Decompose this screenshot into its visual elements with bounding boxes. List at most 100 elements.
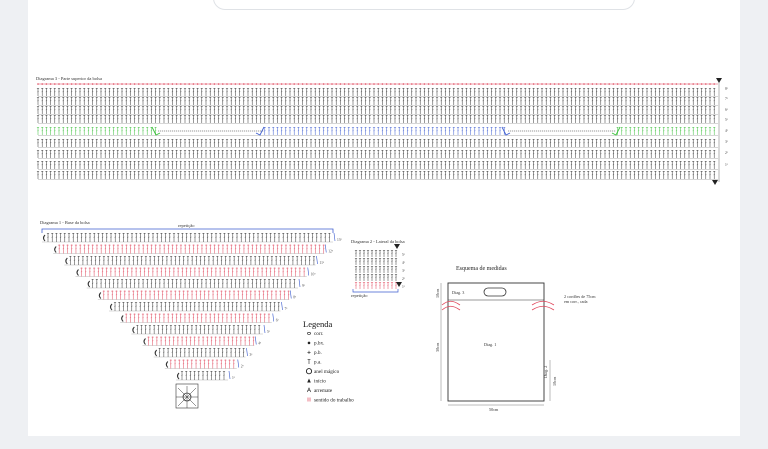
legend-item-label: início	[314, 379, 326, 385]
legend-item: arremate	[306, 387, 333, 394]
diagram1-row	[97, 290, 292, 300]
diagram3-row	[37, 83, 718, 85]
legend-item-label: corr.	[314, 331, 323, 337]
diagram2-repeat-label: repetição	[351, 293, 368, 298]
diagram2-row-label: 4ª	[402, 261, 405, 265]
crochet-diagram-canvas: Diagrama 3 - Parte superior da bolsa 8ª 7…	[36, 76, 728, 412]
diagram3-finish-icon	[712, 180, 718, 185]
diagram2-caption: Diagrama 2 - Lateral da bolsa	[351, 239, 405, 244]
legend-item: p.b.	[307, 350, 322, 356]
legend-list: corr. p.bx. p.b. p.a. anel mágico início arrem…	[305, 331, 354, 404]
legend-item: sentido do trabalho	[307, 397, 354, 404]
diagram3-row-label: 3ª	[725, 140, 728, 144]
diagram3-row-label: 7ª	[725, 97, 728, 101]
diagram1-row-label: 10ª	[311, 273, 316, 277]
diagram1-row	[86, 278, 301, 289]
diagram2-repeat-bracket	[352, 289, 399, 293]
legend-item: início	[307, 378, 326, 385]
diagram1-grid	[42, 232, 336, 381]
legend-item-label: sentido do trabalho	[314, 398, 354, 404]
legend-item-label: p.b.	[314, 350, 322, 356]
diagram2-row	[354, 250, 398, 257]
handles-label-2: em corr., cada	[564, 299, 588, 305]
diagram3-row	[36, 106, 718, 115]
slip-stitch-icon	[307, 341, 311, 345]
single-crochet-icon	[307, 350, 311, 354]
diagram1-row	[131, 324, 266, 335]
legend-item: corr.	[307, 331, 323, 337]
diagram3-row	[36, 171, 718, 180]
diagram1-repeat-bracket	[41, 228, 334, 233]
double-crochet-icon	[307, 359, 311, 364]
height-left-label: 10cm	[435, 288, 440, 298]
diagram3-row	[36, 97, 718, 106]
diagram2-grid	[354, 244, 402, 289]
diagram3-row-label: 6ª	[725, 108, 728, 112]
height-right-label: 10cm	[552, 376, 557, 386]
diagram3-row	[36, 126, 718, 136]
magic-ring-motif	[175, 383, 199, 409]
diagram1-row-label: 6ª	[276, 319, 279, 323]
legend-item: p.bx.	[307, 341, 324, 347]
diagram3-caption: Diagrama 3 - Parte superior da bolsa	[36, 76, 102, 81]
bag-handle-opening	[483, 287, 507, 297]
diagram3-row	[36, 88, 718, 97]
right-handle-cord	[531, 300, 555, 311]
diagram1-row	[75, 267, 310, 277]
diagram3-row-label: 5ª	[725, 118, 728, 122]
legend-item-label: anel mágico	[314, 369, 340, 375]
legend-item-label: p.a.	[314, 360, 322, 366]
diagram1-row-label: 3ª	[250, 353, 253, 357]
legend-title: Legenda	[303, 319, 332, 329]
diagram2-row	[354, 274, 398, 281]
diagram2-row-label: 2ª	[402, 277, 405, 281]
diagram1-row-label: 1ª	[232, 376, 235, 380]
diagram1-row-label: 11ª	[320, 261, 324, 265]
diagram2-start-icon	[394, 244, 400, 249]
scheme-diag3-label: Diag. 3	[452, 290, 464, 295]
direction-icon	[307, 397, 311, 402]
diagram1-row	[42, 232, 336, 243]
chain-icon	[307, 331, 311, 335]
handles-label-1: 2 cordões de 75cm	[564, 294, 596, 299]
bag-outline	[447, 282, 545, 402]
diagram3-start-icon	[716, 78, 722, 83]
diagram1-row-label: 5ª	[267, 330, 270, 334]
diagram2-row	[354, 258, 398, 265]
legend-item-label: arremate	[314, 388, 333, 394]
diagram2-row	[354, 282, 398, 289]
diagram1-row-label: 7ª	[285, 307, 288, 311]
legend-item-label: p.bx.	[314, 341, 324, 347]
diagram1-row	[176, 370, 231, 381]
diagram3-row	[36, 150, 718, 159]
diagram2-row-label: 1ª	[402, 285, 405, 289]
scheme-diag2-label: Diag. 2	[543, 366, 548, 378]
diagram1-row	[109, 301, 283, 312]
diagram1-row-label: 9ª	[302, 284, 305, 288]
finish-icon	[306, 387, 312, 393]
diagram3-row-label: 8ª	[725, 87, 728, 91]
diagram2-row	[354, 266, 398, 273]
diagram1-row	[120, 313, 275, 323]
diagram3-row	[36, 115, 718, 124]
bag-scheme	[440, 282, 555, 406]
left-handle-cord	[441, 300, 461, 311]
diagram3-grid	[36, 78, 722, 185]
diagram-sheet: Diagrama 3 - Parte superior da bolsa 8ª 7…	[28, 0, 740, 436]
diagram2-row-label: 5ª	[402, 253, 405, 257]
diagram3-row	[36, 161, 718, 170]
scheme-title: Esquema de medidas	[456, 266, 507, 272]
width-label: 50cm	[489, 407, 499, 412]
diagram1-row	[53, 244, 327, 254]
diagram1-row-label: 8ª	[293, 296, 296, 300]
diagram1-row-label: 2ª	[241, 365, 244, 369]
height-main-label: 30cm	[435, 342, 440, 352]
diagram1-row-label: 4ª	[258, 342, 261, 346]
legend-item: anel mágico	[305, 368, 340, 375]
diagram1-row-label: 12ª	[328, 250, 333, 254]
diagram1-caption: Diagrama 1 - Base da bolsa	[40, 220, 90, 225]
magic-ring-icon	[305, 368, 313, 375]
